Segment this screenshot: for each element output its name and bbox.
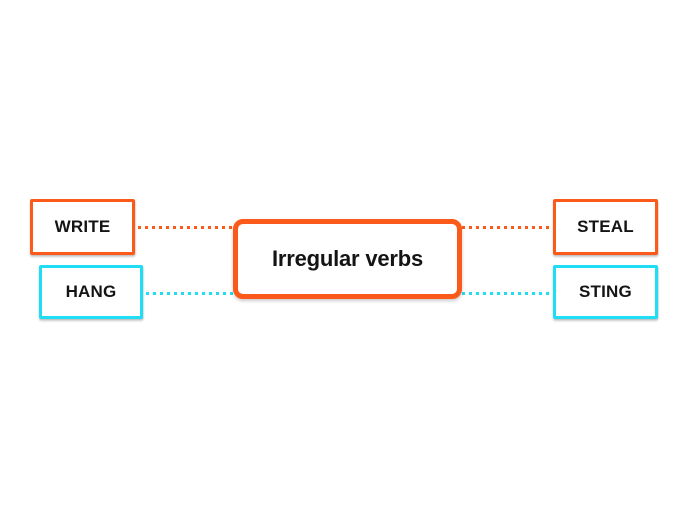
central-topic[interactable]: Irregular verbs bbox=[233, 219, 462, 299]
topic-hang[interactable]: HANG bbox=[39, 265, 143, 319]
connector-write-to-center bbox=[138, 226, 233, 229]
topic-hang-label: HANG bbox=[65, 282, 117, 301]
topic-sting[interactable]: STING bbox=[553, 265, 658, 319]
topic-steal-label: STEAL bbox=[577, 217, 634, 236]
topic-write-label: WRITE bbox=[54, 217, 111, 236]
connector-center-to-sting bbox=[462, 292, 551, 295]
topic-write[interactable]: WRITE bbox=[30, 199, 135, 255]
topic-sting-label: STING bbox=[579, 282, 632, 301]
central-topic-label: Irregular verbs bbox=[271, 246, 424, 271]
topic-steal[interactable]: STEAL bbox=[553, 199, 658, 255]
connector-hang-to-center bbox=[146, 292, 233, 295]
connector-center-to-steal bbox=[462, 226, 551, 229]
